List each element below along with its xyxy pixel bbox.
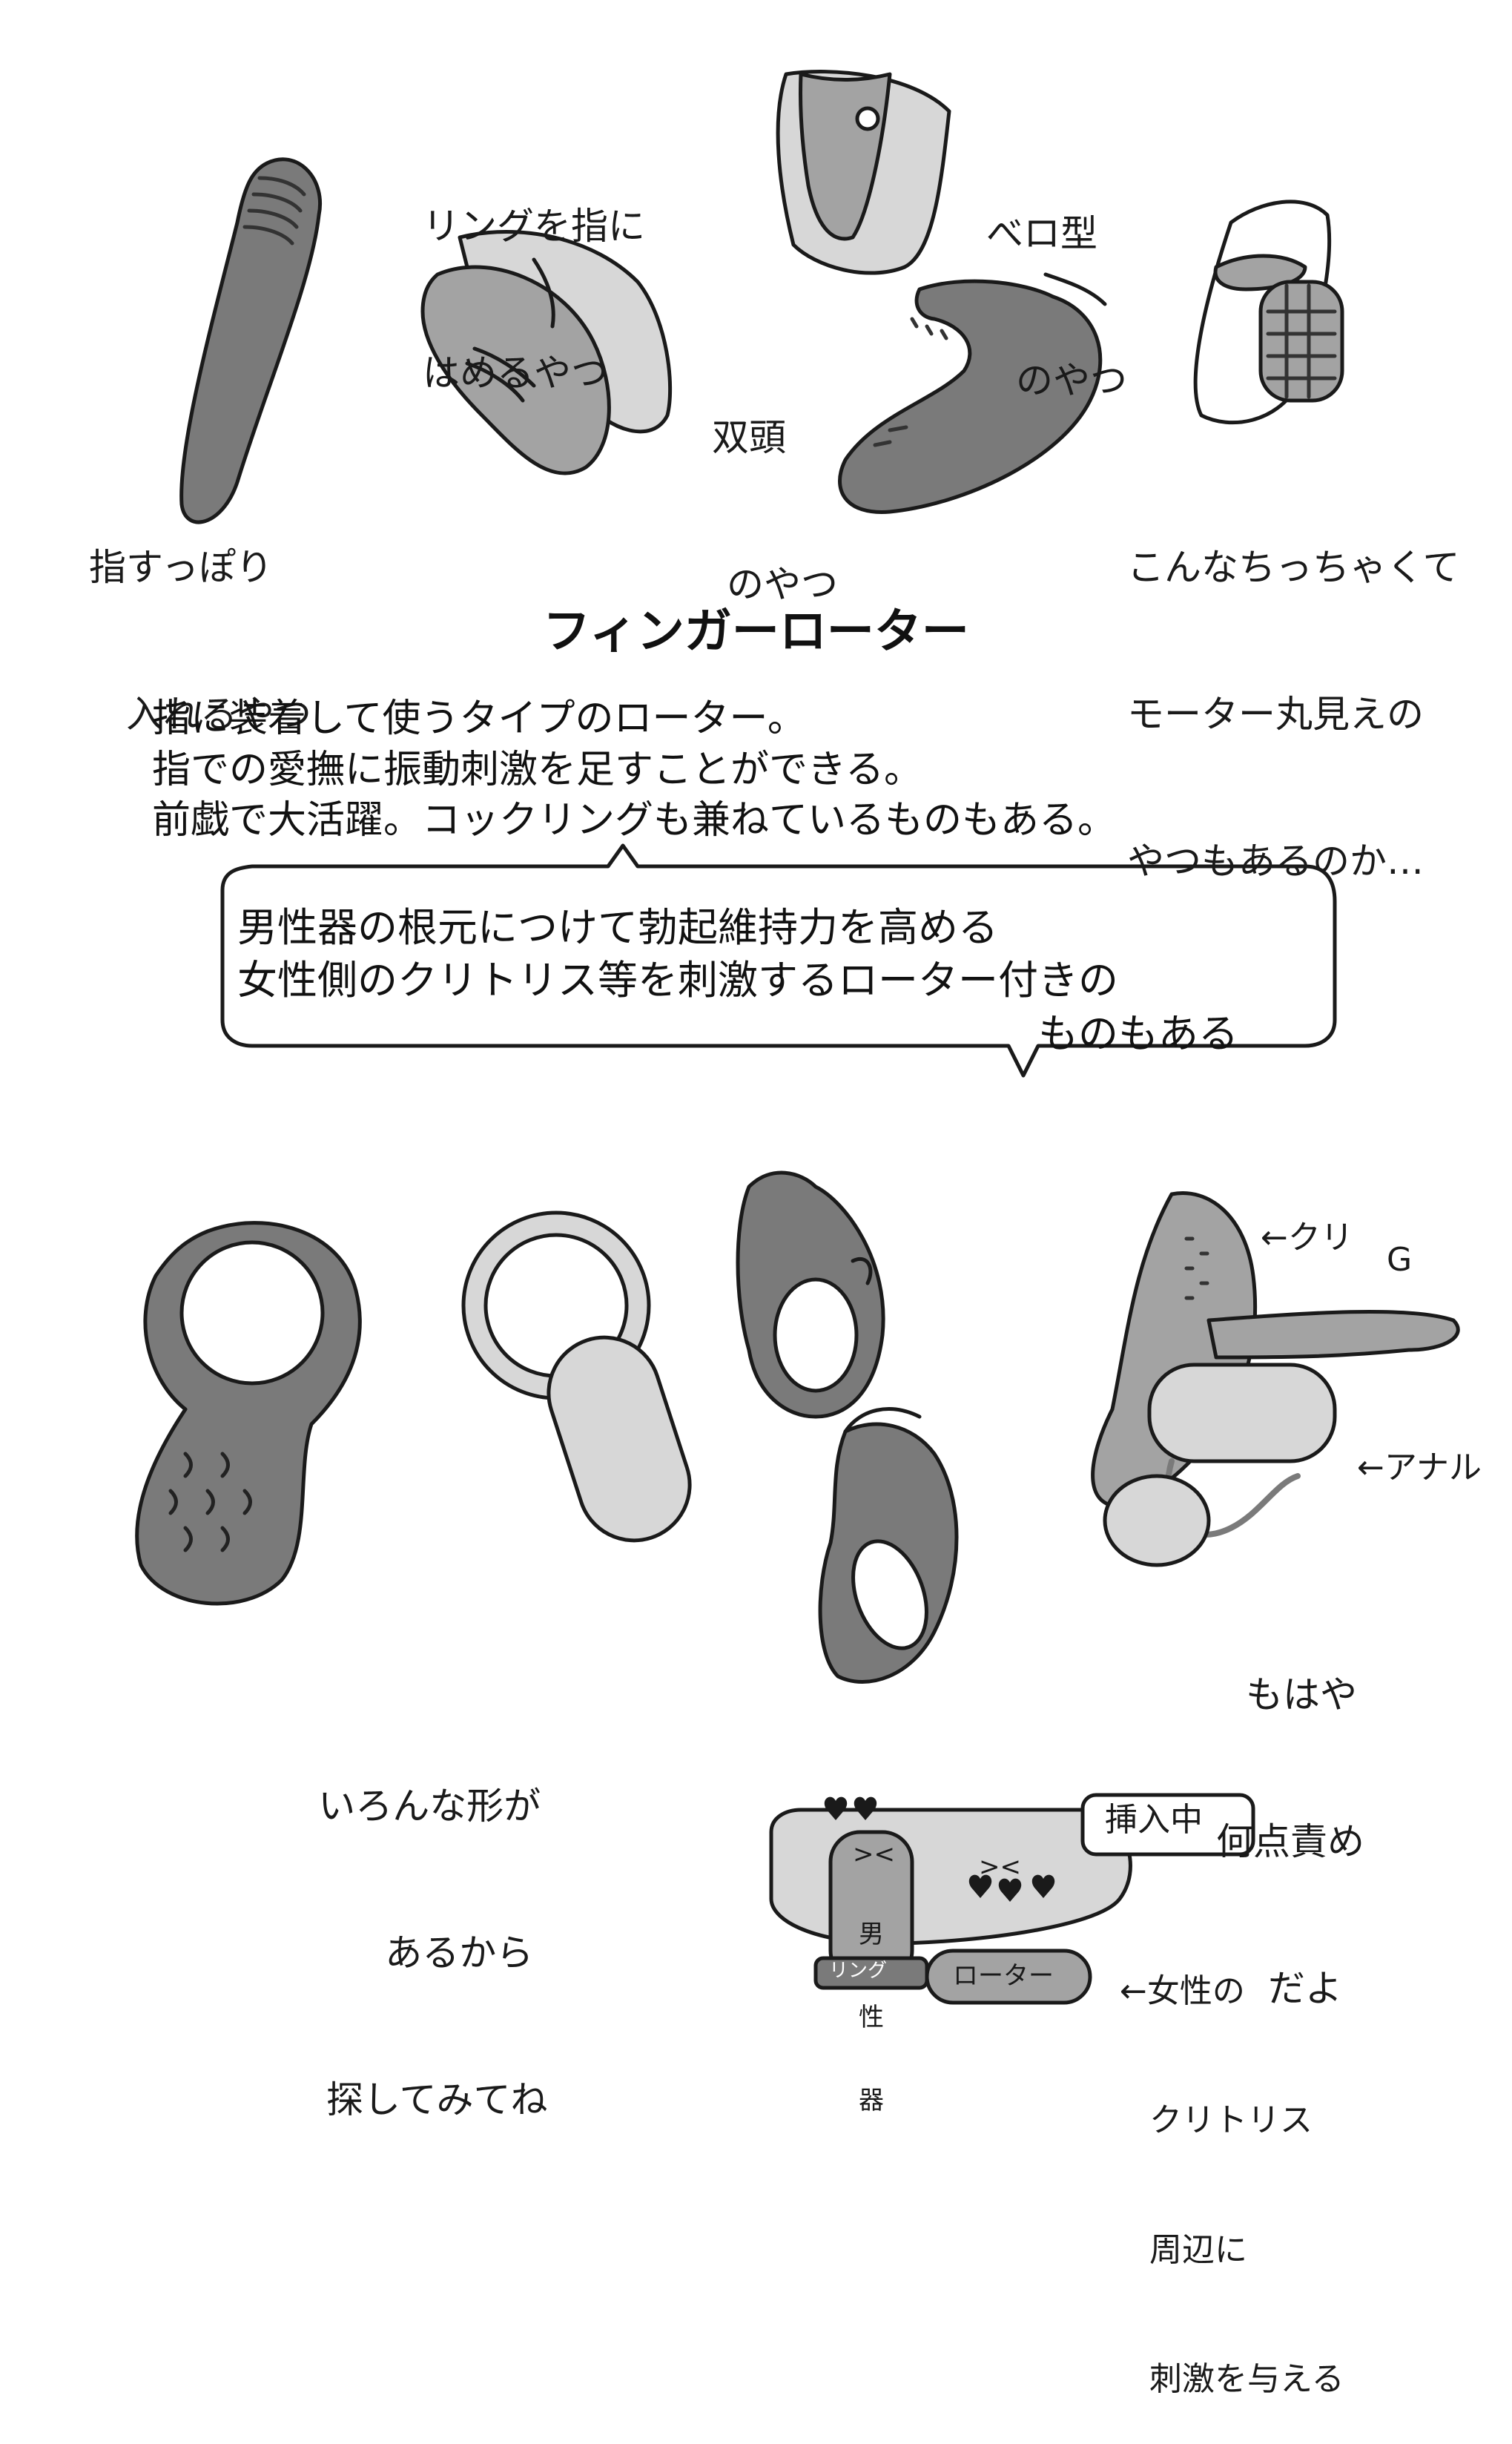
speech-bubble-shape (220, 843, 1337, 1078)
penis-label: 男 性 器 (859, 1865, 884, 2143)
bubble-line: ものもある (1038, 1009, 1238, 1057)
ring-finger-toy-icon (420, 230, 673, 475)
curved-arm-ring-icon (818, 1407, 959, 1684)
hearts-icon (824, 1796, 1055, 1902)
speech-bubble: 男性器の根元につけて勃起維持力を高める 女性側のクリトリス等を刺激するローター付… (237, 901, 1238, 1060)
multi-point-toy-icon (1091, 1191, 1460, 1567)
note-line: あるから (385, 1931, 534, 1974)
body-line: 指での愛撫に振動刺激を足すことができる。 (152, 747, 922, 792)
partner-face: >< (979, 1852, 1021, 1882)
tongue-toy-icon (776, 70, 951, 275)
note-line: リングを指に (423, 205, 645, 248)
note-line: べロ型 (986, 212, 1097, 255)
ring-label: リング (829, 1960, 888, 1982)
bubble-line: 男性器の根元につけて勃起維持力を高める (237, 904, 998, 951)
note-line: 刺激を与える (1149, 2359, 1344, 2398)
double-head-toy-icon (838, 272, 1107, 514)
section-title: フィンガーローター (543, 605, 969, 659)
textured-cockring-icon (135, 1221, 362, 1606)
illustration-layer (135, 70, 1460, 2005)
label-g: G (1387, 1241, 1413, 1279)
penis-face: >< (853, 1839, 895, 1869)
note-line: ←女性の (1120, 1972, 1245, 2011)
note-line: モーター丸見えの (1127, 693, 1424, 736)
note-ring-on-finger: リングを指に はめるやつ (423, 104, 645, 447)
note-line: やつもあるのか… (1127, 840, 1424, 883)
bullet-cockring-icon (461, 1211, 692, 1543)
note-line: 何点責め (1216, 1820, 1364, 1863)
bubble-line: 女性側のクリトリス等を刺激するローター付きの (237, 957, 1118, 1004)
note-line: いろんな形が (318, 1785, 541, 1828)
penis-label-char: 男 (859, 1919, 884, 1949)
rotor-label: ローター (953, 1961, 1054, 1991)
note-finger-sheath: 指すっぽり 入れるやつ (89, 445, 311, 788)
note-line: 周辺に (1149, 2230, 1247, 2269)
note-line: はめるやつ (423, 352, 608, 395)
insertion-diagram (769, 1793, 1255, 2005)
note-tiny-motor: こんなちっちゃくて モーター丸見えの やつもあるのか… (1127, 445, 1460, 935)
body-line: 指に装着して使うタイプのローター。 (152, 696, 806, 741)
note-female-stimulation: ←女性の クリトリス 周辺に 刺激を与える (1120, 1884, 1344, 2444)
note-line: のやつ (1016, 359, 1127, 402)
label-clit: ←クリ (1261, 1219, 1353, 1256)
note-line: こんなちっちゃくて (1127, 546, 1460, 589)
note-tongue-type: べロ型 のやつ (986, 111, 1127, 454)
note-line: 双頭 (712, 416, 786, 459)
tiny-motor-ring-icon (1193, 200, 1344, 425)
bump-ring-icon (736, 1170, 885, 1419)
note-line: 探してみてね (326, 2078, 548, 2121)
note-variety: いろんな形が あるから 探してみてね (311, 1684, 548, 2173)
note-line: だよ (1268, 1967, 1342, 2010)
note-line: のやつ (727, 563, 838, 606)
note-line: もはや (1246, 1673, 1357, 1716)
penis-label-char: 性 (859, 2002, 884, 2032)
note-multi-point: もはや 何点責め だよ (1216, 1572, 1364, 2062)
note-double-head: 双頭 のやつ (712, 315, 838, 658)
section-body: 指に装着して使うタイプのローター。 指での愛撫に振動刺激を足すことができる。 前… (152, 694, 1116, 846)
label-anal: ←アナル (1357, 1449, 1482, 1486)
note-line: クリトリス (1149, 2101, 1313, 2140)
note-line: 指すっぽり (89, 546, 273, 589)
penis-label-char: 器 (859, 2086, 884, 2116)
note-line: 入れるやつ (126, 693, 311, 736)
inserting-badge: 挿入中 (1105, 1801, 1203, 1839)
finger-sheath-toy-icon (179, 157, 322, 524)
body-line: 前戯で大活躍。コックリングも兼ねているものもある。 (152, 798, 1117, 843)
